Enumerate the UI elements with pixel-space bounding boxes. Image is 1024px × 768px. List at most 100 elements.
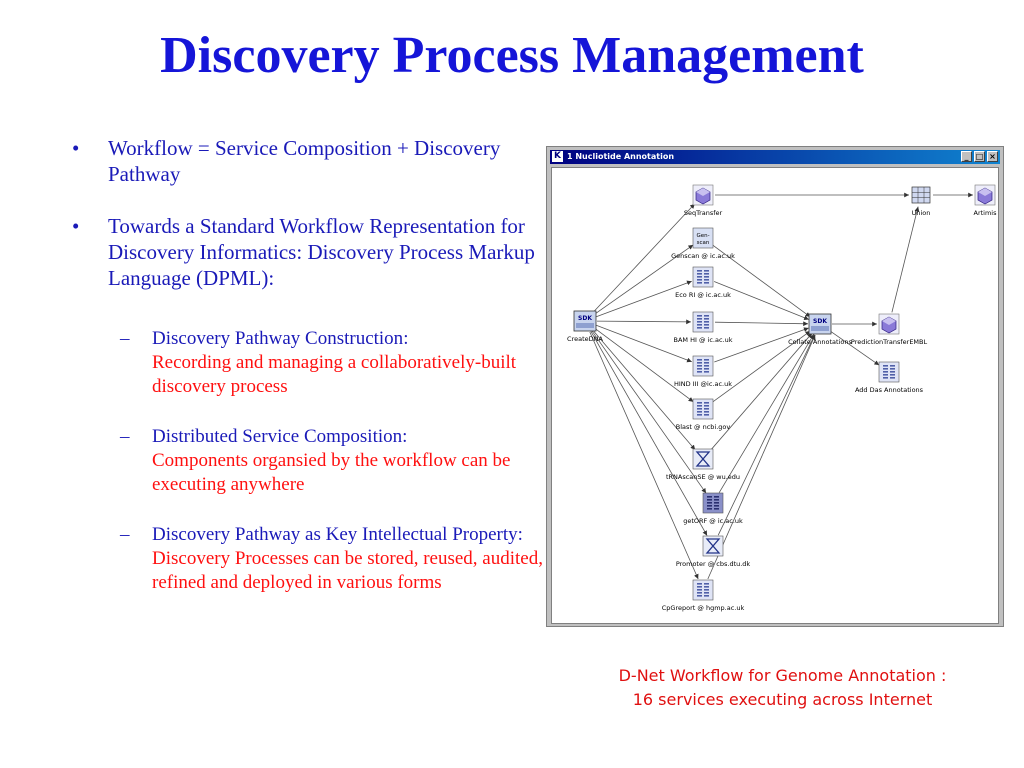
workflow-node-label: PredictionTransferEMBL [851,338,928,346]
workflow-edge [594,244,694,315]
bullet-list: • Workflow = Service Composition + Disco… [70,135,550,621]
caption-line: 16 services executing across Internet [632,690,933,709]
sub-bullet-dash: – [120,328,130,349]
doc-icon [692,398,714,420]
workflow-edge [717,334,816,536]
hourglass-icon [692,448,714,470]
workflow-node-label: Artimis [974,209,998,217]
workflow-node-prediction[interactable]: PredictionTransferEMBL [851,313,928,346]
bullet-dot: • [72,136,80,160]
sub-bullet-dash: – [120,524,130,545]
workflow-edge [592,329,696,451]
workflow-edge [714,327,809,363]
workflow-edge [718,334,815,493]
workflow-node-label: BAM HI @ ic.ac.uk [674,336,733,344]
workflow-node-artimis[interactable]: Artimis [974,184,998,217]
bullet-item: • Workflow = Service Composition + Disco… [70,135,550,187]
workflow-node-hindiii[interactable]: HIND III @ic.ac.uk [674,355,732,388]
sub-bullet-lead: Discovery Pathway as Key Intellectual Pr… [152,524,523,545]
workflow-edge [712,330,811,403]
workflow-node-getorf[interactable]: getORF @ ic.ac.uk [683,492,743,525]
workflow-window: K 1 Nucliotide Annotation _ □ × SDK Creat… [546,146,1004,627]
genscan-icon: Gen-scan [692,227,714,249]
caption-line: D-Net Workflow for Genome Annotation : [618,666,947,685]
sdk-icon: SDK [573,310,597,332]
sub-bullet-dash: – [120,426,130,447]
svg-text:SDK: SDK [578,315,592,322]
workflow-node-label: Collate Annotations [788,338,852,346]
figure-caption: D-Net Workflow for Genome Annotation : 1… [560,664,1005,712]
bullet-text: Towards a Standard Workflow Representati… [108,214,535,290]
workflow-edge [707,334,816,580]
workflow-edge [596,280,692,318]
workflow-node-blast[interactable]: Blast @ ncbi.gov [676,398,731,431]
workflow-node-label: Genscan @ ic.ac.uk [671,252,735,260]
workflow-node-addDas[interactable]: Add Das Annotations [855,361,924,394]
workflow-edge [712,244,811,318]
hourglass-icon [702,535,724,557]
workflow-edge [590,331,708,536]
doc-icon [692,355,714,377]
doc-icon [692,579,714,601]
grid-icon [911,186,931,204]
svg-text:SDK: SDK [813,318,827,325]
sub-bullet-detail: Discovery Processes can be stored, reuse… [152,548,543,593]
sub-bullet-item: – Discovery Pathway Construction: Record… [70,327,550,399]
doc-icon [692,266,714,288]
cube-icon [692,184,714,206]
workflow-node-label: Promoter @ cbs.dtu.dk [676,560,751,568]
workflow-node-label: Blast @ ncbi.gov [676,423,731,431]
svg-text:Gen-: Gen- [696,233,709,239]
doc-dark-icon [702,492,724,514]
minimize-button[interactable]: _ [961,151,972,162]
workflow-node-label: CpGreport @ hgmp.ac.uk [662,604,745,612]
workflow-node-trnascan[interactable]: tRNAscanSE @ wu.edu [666,448,740,481]
app-icon: K [552,151,563,162]
workflow-node-label: tRNAscanSE @ wu.edu [666,473,740,481]
window-titlebar[interactable]: K 1 Nucliotide Annotation _ □ × [550,150,1000,164]
workflow-node-label: Add Das Annotations [855,386,924,394]
workflow-node-collate[interactable]: SDK Collate Annotations [788,313,852,346]
sub-bullet-item: – Discovery Pathway as Key Intellectual … [70,523,550,595]
workflow-node-bamhi[interactable]: BAM HI @ ic.ac.uk [674,311,733,344]
workflow-node-label: getORF @ ic.ac.uk [683,517,743,525]
doc-icon [878,361,900,383]
sub-bullet-detail: Recording and managing a collaboratively… [152,352,517,397]
workflow-edge [594,327,694,403]
svg-text:scan: scan [697,240,710,246]
workflow-edge [591,330,707,494]
workflow-node-label: CreateDNA [567,335,603,343]
sub-bullet-lead: Discovery Pathway Construction [152,328,404,349]
close-button[interactable]: × [987,151,998,162]
workflow-edge [596,319,692,325]
workflow-edge [891,206,920,313]
workflow-node-seqtransfer[interactable]: SeqTransfer [684,184,723,217]
cube-icon [878,313,900,335]
workflow-edge [592,203,696,313]
bullet-dot: • [72,214,80,238]
workflow-node-label: HIND III @ic.ac.uk [674,380,732,388]
workflow-node-label: Union [912,209,931,217]
workflow-node-cpgreport[interactable]: CpGreport @ hgmp.ac.uk [662,579,745,612]
workflow-node-ecori[interactable]: Eco RI @ ic.ac.uk [675,266,731,299]
maximize-button[interactable]: □ [974,151,985,162]
sub-bullet-sep: : [402,426,408,447]
workflow-edge [713,281,810,320]
workflow-edge [589,331,699,580]
sub-bullet-lead: Distributed Service Composition [152,426,403,447]
workflow-node-promoter[interactable]: Promoter @ cbs.dtu.dk [676,535,751,568]
bullet-text: Workflow = Service Composition + Discove… [108,136,501,186]
workflow-edge [714,321,809,327]
sub-bullet-sep: : [403,328,409,349]
bullet-item: • Towards a Standard Workflow Representa… [70,213,550,291]
workflow-node-label: SeqTransfer [684,209,723,217]
sdk-icon: SDK [808,313,832,335]
workflow-node-label: Eco RI @ ic.ac.uk [675,291,731,299]
workflow-edge [596,324,692,363]
workflow-node-union[interactable]: Union [911,186,931,217]
workflow-node-createdna[interactable]: SDK CreateDNA [567,310,604,343]
sub-bullet-detail: Components organsied by the workflow can… [152,450,511,495]
